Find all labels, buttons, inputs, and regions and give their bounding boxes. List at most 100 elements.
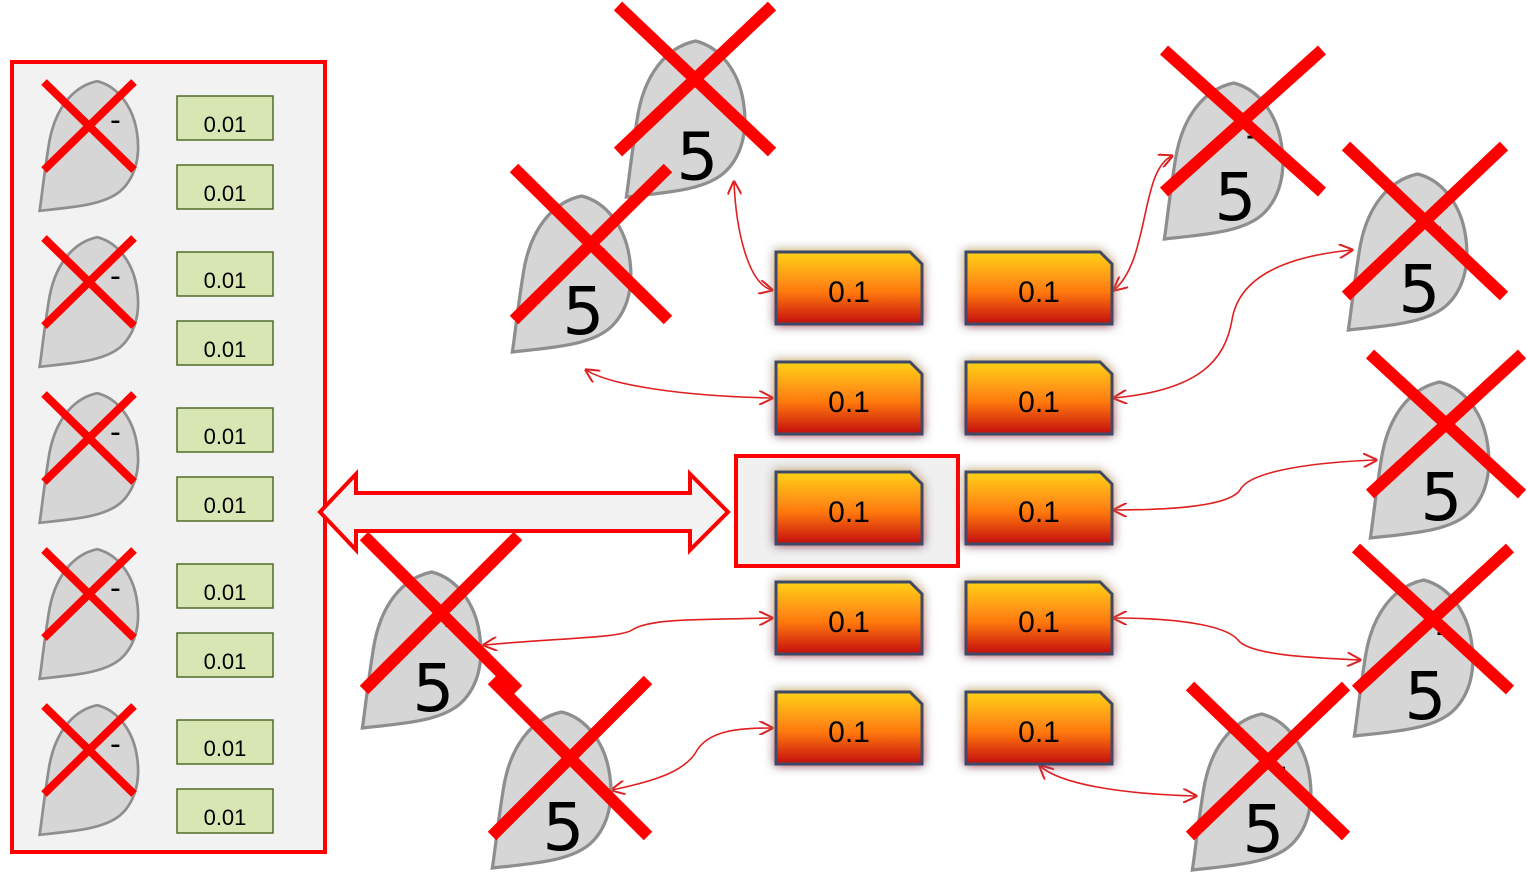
node-label: 5 bbox=[412, 650, 454, 727]
connector bbox=[734, 182, 772, 290]
panel-unit: - 0.01 0.01 bbox=[38, 79, 274, 213]
value-card: 0.1 bbox=[774, 690, 924, 766]
unit-marker: - bbox=[110, 415, 121, 450]
value-box bbox=[176, 476, 274, 522]
connector bbox=[484, 618, 772, 645]
value-card: 0.1 bbox=[774, 360, 924, 436]
value-box-label: 0.01 bbox=[204, 112, 247, 137]
connector bbox=[1114, 618, 1360, 660]
connector bbox=[1040, 766, 1196, 796]
node-top-right-a: -5 bbox=[1159, 45, 1327, 241]
node-label: 5 bbox=[562, 273, 604, 350]
node-label: 5 bbox=[676, 119, 718, 196]
connector bbox=[1114, 250, 1352, 398]
card-label: 0.1 bbox=[1018, 276, 1060, 309]
node-label: 5 bbox=[1420, 459, 1462, 536]
unit-marker: - bbox=[110, 259, 121, 294]
card-body bbox=[774, 470, 924, 546]
card-label: 0.1 bbox=[1018, 386, 1060, 419]
red-x-icon bbox=[1351, 543, 1515, 695]
value-card: 0.1 bbox=[964, 690, 1114, 766]
value-card: 0.1 bbox=[774, 580, 924, 656]
value-card: 0.1 bbox=[964, 250, 1114, 326]
red-x-icon bbox=[41, 391, 137, 485]
left-panel: - 0.01 0.01 - 0.01 0.01 - 0.01 0.01 - 0.01 0.01 - 0.0… bbox=[10, 60, 327, 854]
node-label: 5 bbox=[1214, 159, 1256, 236]
value-card: 0.1 bbox=[964, 580, 1114, 656]
red-x-icon bbox=[1341, 141, 1509, 301]
connector bbox=[586, 370, 772, 398]
connector bbox=[612, 728, 772, 790]
node-label: 5 bbox=[1404, 658, 1446, 735]
card-body bbox=[964, 580, 1114, 656]
node-bottom-left-upper: -5 bbox=[359, 531, 523, 730]
card-label: 0.1 bbox=[1018, 606, 1060, 639]
unit-marker: - bbox=[110, 571, 121, 606]
unit-marker: - bbox=[110, 727, 121, 762]
value-box bbox=[176, 95, 274, 141]
value-card: 0.1 bbox=[964, 470, 1114, 546]
node-bottom-left-lower: -5 bbox=[487, 675, 653, 870]
card-label: 0.1 bbox=[1018, 496, 1060, 529]
card-body bbox=[774, 360, 924, 436]
card-body bbox=[964, 470, 1114, 546]
value-box-label: 0.01 bbox=[204, 181, 247, 206]
node-top-left-lower: -5 bbox=[509, 163, 673, 354]
node-label: 5 bbox=[1242, 791, 1284, 868]
card-body bbox=[964, 250, 1114, 326]
red-x-icon bbox=[41, 547, 137, 641]
value-box bbox=[176, 251, 274, 297]
connector bbox=[1114, 460, 1376, 510]
value-box-label: 0.01 bbox=[204, 337, 247, 362]
node-label: 5 bbox=[1398, 251, 1440, 328]
node-right-middle: -5 bbox=[1365, 349, 1527, 540]
card-body bbox=[774, 580, 924, 656]
value-box bbox=[176, 407, 274, 453]
red-x-icon bbox=[613, 1, 777, 157]
value-box-label: 0.01 bbox=[204, 493, 247, 518]
red-x-icon bbox=[359, 531, 523, 695]
red-x-icon bbox=[1185, 681, 1351, 841]
connectors bbox=[484, 156, 1376, 796]
red-x-icon bbox=[41, 79, 137, 173]
red-x-icon bbox=[1365, 349, 1527, 499]
value-box bbox=[176, 719, 274, 765]
value-card: 0.1 bbox=[774, 250, 924, 326]
value-card: 0.1 bbox=[774, 470, 924, 546]
value-box bbox=[176, 563, 274, 609]
value-box bbox=[176, 320, 274, 366]
unit-marker: - bbox=[110, 103, 121, 138]
value-box bbox=[176, 788, 274, 834]
card-body bbox=[774, 690, 924, 766]
panel-unit: - 0.01 0.01 bbox=[38, 703, 274, 837]
card-label: 0.1 bbox=[828, 276, 870, 309]
value-card: 0.1 bbox=[964, 360, 1114, 436]
red-x-icon bbox=[487, 675, 653, 841]
value-box-label: 0.01 bbox=[204, 580, 247, 605]
red-x-icon bbox=[509, 163, 673, 325]
node-top-left-upper: -5 bbox=[613, 1, 777, 199]
card-body bbox=[964, 690, 1114, 766]
value-box-label: 0.01 bbox=[204, 649, 247, 674]
card-label: 0.1 bbox=[828, 386, 870, 419]
panel-unit: - 0.01 0.01 bbox=[38, 391, 274, 525]
value-box bbox=[176, 632, 274, 678]
value-box-label: 0.01 bbox=[204, 424, 247, 449]
node-top-right-b: -5 bbox=[1341, 141, 1509, 332]
red-x-icon bbox=[41, 703, 137, 797]
value-box bbox=[176, 164, 274, 210]
card-label: 0.1 bbox=[828, 496, 870, 529]
red-x-icon bbox=[41, 235, 137, 329]
red-x-icon bbox=[1159, 45, 1327, 197]
card-body bbox=[964, 360, 1114, 436]
connector bbox=[1114, 156, 1172, 290]
node-bottom-right: -5 bbox=[1185, 681, 1351, 872]
value-box-label: 0.01 bbox=[204, 805, 247, 830]
card-body bbox=[774, 250, 924, 326]
value-box-label: 0.01 bbox=[204, 736, 247, 761]
double-arrow bbox=[317, 468, 731, 556]
value-box-label: 0.01 bbox=[204, 268, 247, 293]
card-label: 0.1 bbox=[1018, 716, 1060, 749]
panel-unit: - 0.01 0.01 bbox=[38, 547, 274, 681]
